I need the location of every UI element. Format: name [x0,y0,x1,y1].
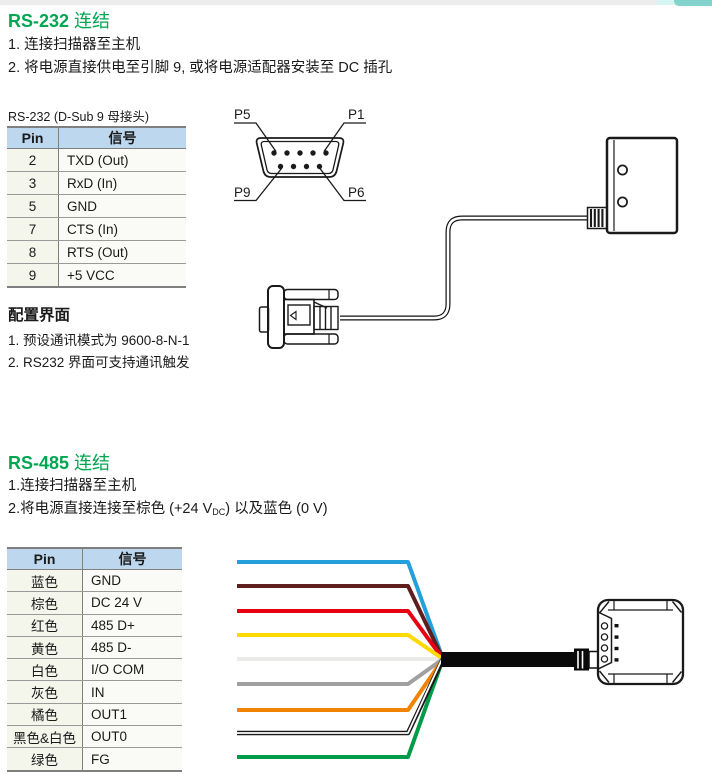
rs232-cable-icon [340,215,587,321]
pin-cell: 7 [7,217,59,241]
wire-blue [237,560,445,660]
pin-cell: 2 [7,148,59,172]
pin-cell: 棕色 [7,591,83,615]
pin-header: Pin [7,547,83,570]
signal-cell: I/O COM [82,658,182,682]
rs232-title-word: 连结 [74,11,111,31]
wire-brown [237,584,445,660]
signal-cell: FG [82,747,182,772]
device-port-marks-icon [614,624,619,662]
pin1-label: P1 [348,107,365,122]
pin9-label: P9 [234,185,251,200]
pin-cell: 3 [7,171,59,195]
rs485-step2-text: 2.将电源直接连接至棕色 (+24 V [8,501,213,517]
rs485-title-model: RS-485 [8,453,70,473]
rs485-step2-text-end: ) 以及蓝色 (0 V) [225,501,328,517]
wire-fan-icon [237,560,446,759]
signal-cell: DC 24 V [82,591,182,615]
signal-cell: OUT0 [82,725,182,749]
dsub9-face-icon: P5 P1 P9 P6 [234,107,366,202]
top-strip-gray [0,0,657,5]
scanner-device-icon [586,136,679,235]
signal-cell: RTS (Out) [58,240,186,264]
wire-black-white-core [237,658,443,734]
pin-cell: 黄色 [7,636,83,660]
signal-cell: GND [82,569,182,593]
signal-cell: CTS (In) [58,217,186,241]
wire-yellow [237,633,445,661]
signal-cell: IN [82,680,182,704]
signal-cell: 485 D- [82,636,182,660]
dsub9-pins-icon [271,150,329,170]
rs485-title-word: 连结 [74,453,111,473]
pin-cell: 9 [7,263,59,288]
rs485-step-1: 1.连接扫描器至主机 [8,478,137,494]
pin-cell: 5 [7,194,59,218]
pin-header: Pin [7,126,59,149]
rs485-scanner-device-icon [596,598,685,686]
pin-cell: 黑色&白色 [7,725,83,749]
rs232-title-model: RS-232 [8,11,70,31]
signal-cell: TXD (Out) [58,148,186,172]
signal-cell: GND [58,194,186,218]
pin-cell: 绿色 [7,747,83,772]
pin5-label: P5 [234,107,251,122]
config-heading: 配置界面 [8,307,71,324]
table-header-row: Pin 信号 [7,126,186,149]
pin-cell: 橘色 [7,703,83,727]
wire-gray [237,657,445,686]
wire-green [237,658,445,759]
signal-cell: OUT1 [82,703,182,727]
pin6-label: P6 [348,185,365,200]
rs485-cable-icon [441,648,599,671]
pin-cell: 蓝色 [7,569,83,593]
signal-header: 信号 [58,126,186,149]
vdc-subscript: DC [212,507,226,517]
rs485-section-title: RS-485 连结 [8,449,110,475]
pin-cell: 红色 [7,614,83,637]
pin-cell: 灰色 [7,680,83,704]
top-strip-teal-tab [674,0,712,6]
rs232-table-caption: RS-232 (D-Sub 9 母接头) [8,110,150,124]
rs485-wiring-diagram [237,560,685,759]
pin-cell: 8 [7,240,59,264]
table-header-row: Pin 信号 [7,547,182,570]
table-row: 9+5 VCC [7,263,186,288]
wire-black-white [237,658,446,736]
signal-header: 信号 [82,547,182,570]
rs232-section-title: RS-232 连结 [8,7,110,33]
wire-orange [237,657,445,712]
rs232-connection-diagram: P5 P1 P9 P6 [234,107,679,349]
signal-cell: RxD (In) [58,171,186,195]
pin-cell: 白色 [7,658,83,682]
config-item-1: 1. 预设通讯模式为 9600-8-N-1 [8,333,190,348]
wire-red [237,609,445,661]
config-item-2: 2. RS232 界面可支持通讯触发 [8,355,190,370]
db9-plug-icon [258,285,339,349]
signal-cell: +5 VCC [58,263,186,288]
rs485-step-2: 2.将电源直接连接至棕色 (+24 VDC) 以及蓝色 (0 V) [8,497,328,518]
rs232-step-1: 1. 连接扫描器至主机 [8,37,141,53]
signal-cell: 485 D+ [82,614,182,637]
rs232-step-2: 2. 将电源直接供电至引脚 9, 或将电源适配器安装至 DC 插孔 [8,60,393,76]
